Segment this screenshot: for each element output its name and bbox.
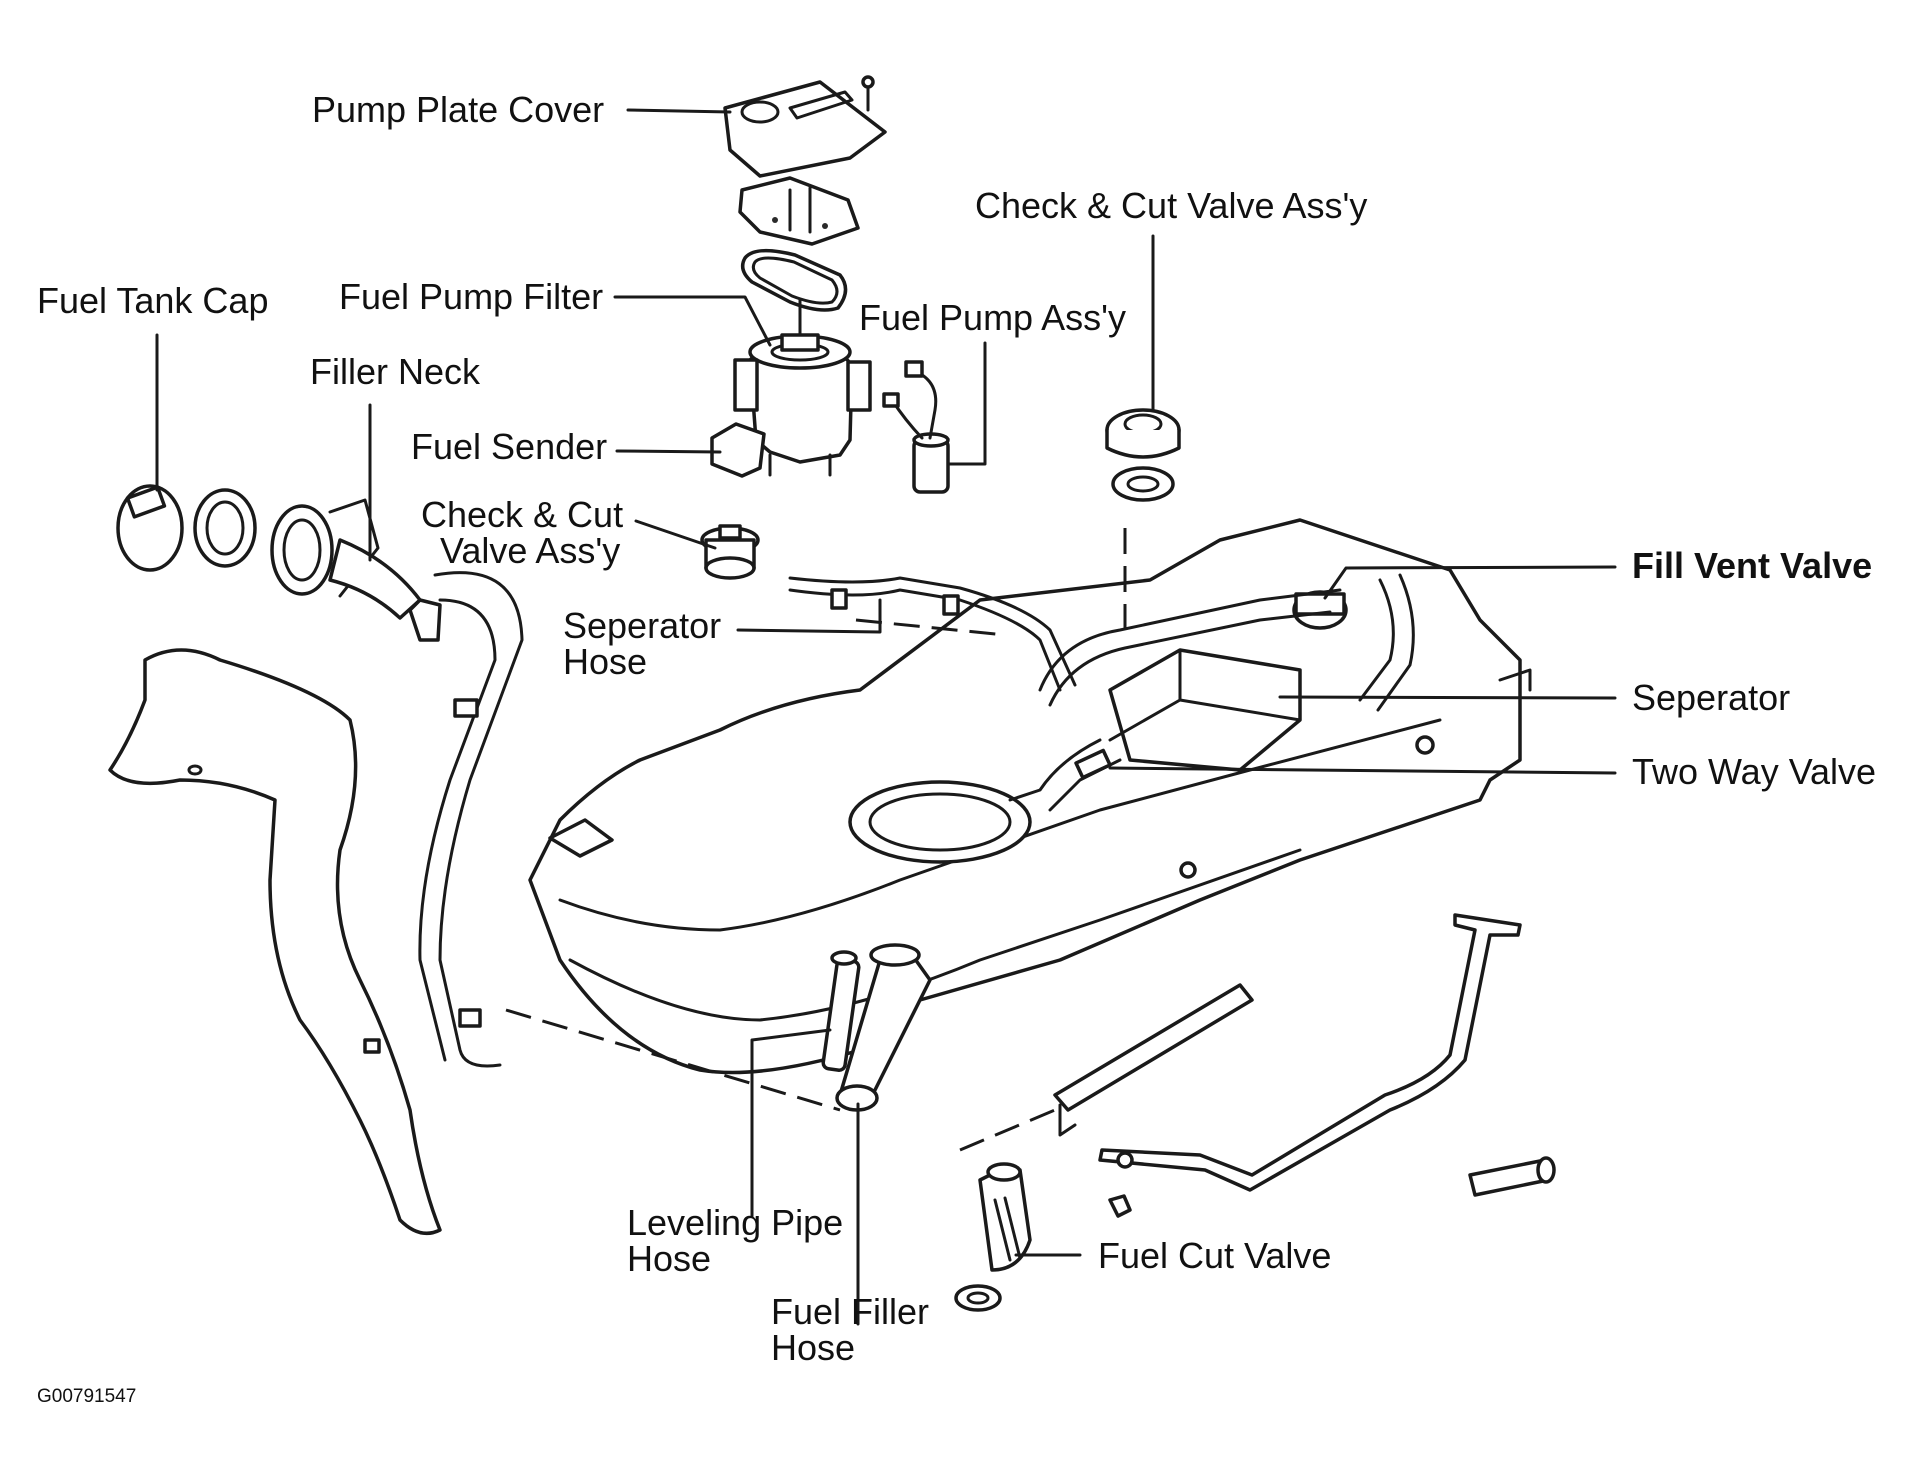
fuel-tank-part — [528, 518, 1532, 1112]
fuel-pump-filter-part — [733, 298, 872, 477]
filler-protector-part — [108, 648, 442, 1236]
label-seperator-hose-1: Seperator — [563, 605, 722, 646]
pump-plate-cover-part — [723, 75, 887, 178]
label-check-cut-valve-mid-1: Check & Cut — [421, 494, 624, 535]
label-pump-plate-cover: Pump Plate Cover — [312, 89, 605, 130]
label-check-cut-valve-mid-2: Valve Ass'y — [440, 530, 621, 571]
label-leveling-pipe-hose-2: Hose — [627, 1238, 712, 1279]
pump-gasket-ring-part — [740, 248, 848, 312]
fuel-pump-assy-part — [882, 360, 950, 494]
label-seperator: Seperator — [1632, 677, 1791, 718]
leader-lines — [155, 108, 1617, 1326]
filler-neck-part — [270, 498, 524, 1068]
label-fill-vent-valve: Fill Vent Valve — [1632, 545, 1873, 586]
check-cut-valve-mid-part — [700, 524, 760, 580]
label-filler-neck: Filler Neck — [310, 351, 481, 392]
fuel-tank-cap-part — [116, 484, 257, 572]
pump-gasket-plate-part — [738, 176, 860, 246]
label-fuel-pump-filter: Fuel Pump Filter — [339, 276, 604, 317]
figure-id: G00791547 — [37, 1386, 137, 1407]
label-fuel-sender: Fuel Sender — [411, 426, 608, 467]
label-leveling-pipe-hose-1: Leveling Pipe — [627, 1202, 844, 1243]
fuel-sender-part — [710, 422, 766, 478]
label-check-cut-valve-top: Check & Cut Valve Ass'y — [975, 185, 1368, 226]
check-cut-valve-top-part — [1105, 408, 1181, 502]
fuel-cut-valve-part — [954, 1162, 1132, 1312]
label-fuel-cut-valve: Fuel Cut Valve — [1098, 1235, 1332, 1276]
label-two-way-valve: Two Way Valve — [1632, 751, 1877, 792]
label-fuel-pump-assy: Fuel Pump Ass'y — [859, 297, 1126, 338]
label-fuel-filler-hose-1: Fuel Filler — [771, 1291, 930, 1332]
small-pipe-part — [1468, 1156, 1556, 1197]
label-fuel-tank-cap: Fuel Tank Cap — [37, 280, 269, 321]
label-seperator-hose-2: Hose — [563, 641, 648, 682]
label-fuel-filler-hose-2: Hose — [771, 1327, 856, 1368]
tank-straps-part — [1053, 913, 1522, 1192]
